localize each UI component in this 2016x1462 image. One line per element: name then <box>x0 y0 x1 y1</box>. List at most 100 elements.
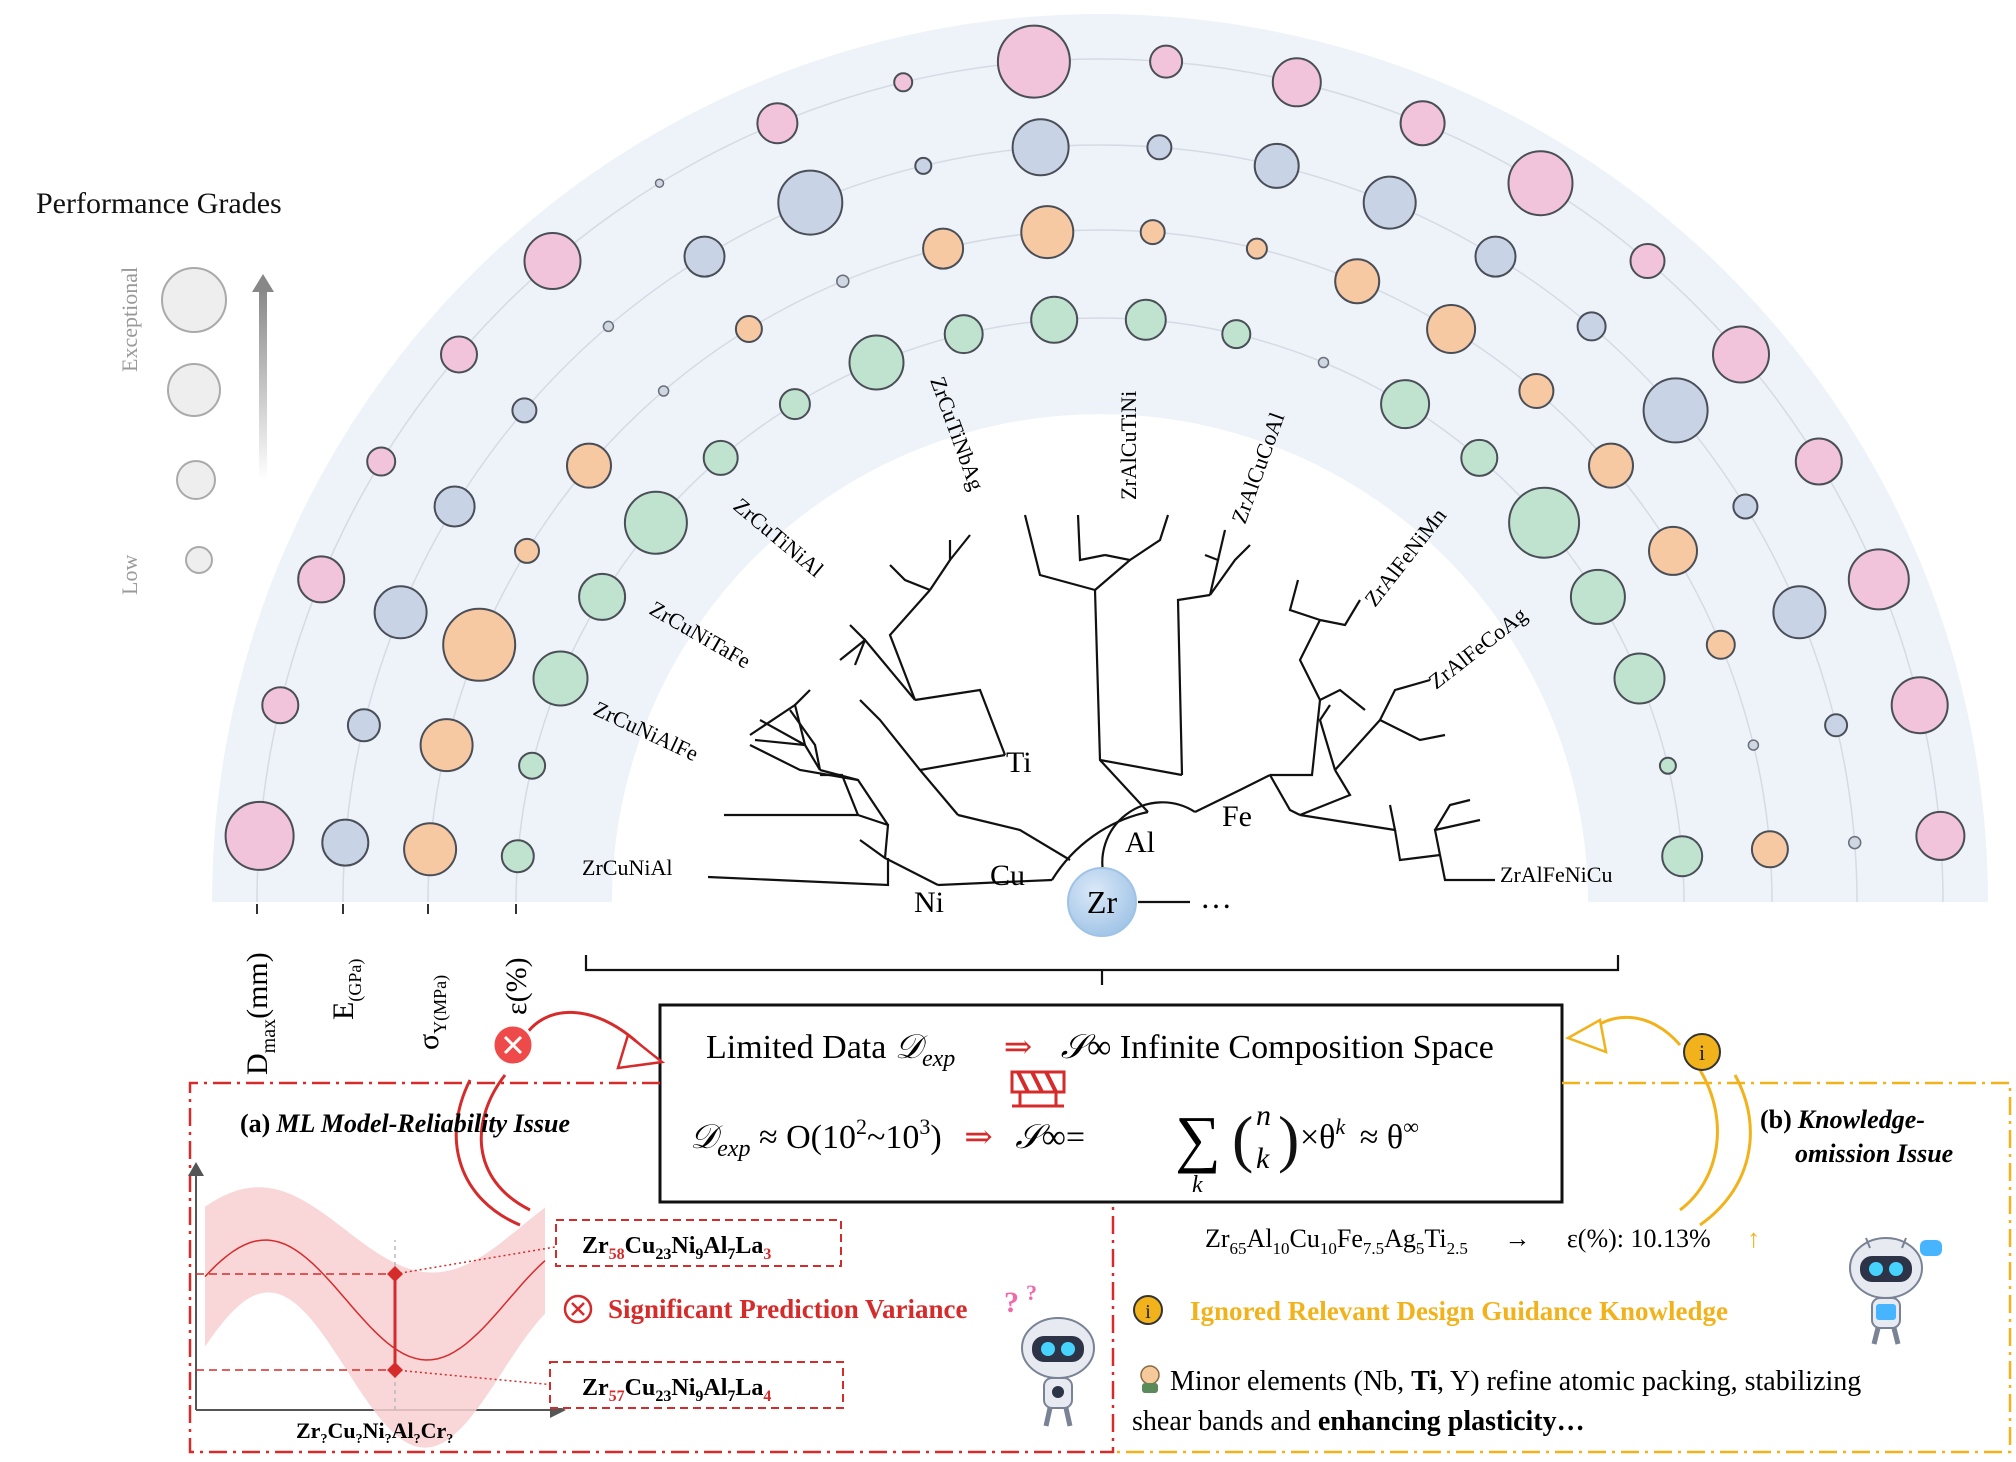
error-icon-small-cross <box>571 1302 585 1316</box>
comp-top-text: Zr58Cu23Ni9Al7La3 <box>582 1233 771 1263</box>
performance-bubble <box>1576 311 1607 342</box>
central-formula-box <box>658 1003 1564 1204</box>
element-label-fe: Fe <box>1222 800 1252 833</box>
arc-background <box>212 14 1988 902</box>
performance-bubble <box>1124 298 1167 341</box>
comp-bottom-text: Zr57Cu23Ni9Al7La4 <box>582 1375 771 1405</box>
gold-flow-arrow <box>1565 1015 1752 1227</box>
element-label-ti: Ti <box>1006 746 1032 779</box>
assistant-robot-icon <box>1849 1237 1942 1345</box>
ring-guide-3 <box>515 317 1685 903</box>
performance-bubble <box>433 485 476 528</box>
performance-bubble <box>683 235 726 278</box>
axis-sigma-label: σY(MPa) <box>412 975 451 1050</box>
legend-low-label: Low <box>117 555 142 595</box>
ring-guides <box>256 58 1944 903</box>
performance-bubble <box>1362 175 1417 230</box>
panel-b-title-line2: omission Issue <box>1795 1139 1953 1168</box>
performance-bubble <box>1824 713 1849 738</box>
performance-bubble <box>1847 835 1862 850</box>
performance-bubble <box>756 102 799 145</box>
performance-bubble <box>1732 493 1759 520</box>
performance-bubble <box>1020 205 1075 260</box>
performance-bubble <box>566 442 612 489</box>
performance-bubble <box>442 607 517 682</box>
legend-bubble-medium <box>167 363 221 417</box>
performance-bubble <box>373 585 428 640</box>
performance-bubble <box>440 335 478 374</box>
performance-bubble <box>1253 142 1300 189</box>
performance-bubble <box>321 818 370 867</box>
performance-bubble <box>1334 258 1381 305</box>
legend-arrow-head <box>252 274 274 292</box>
binom-paren-close: ) <box>1278 1103 1299 1174</box>
ignored-knowledge-label: Ignored Relevant Design Guidance Knowled… <box>1190 1296 1728 1326</box>
sum-index: k <box>1192 1172 1203 1198</box>
performance-bubble <box>654 178 665 188</box>
performance-bubble <box>511 397 538 424</box>
comp-box-top <box>555 1219 842 1267</box>
root-node-label: Zr <box>1087 884 1118 920</box>
performance-bubble <box>1794 437 1843 486</box>
performance-bubble <box>514 537 540 564</box>
comp-box-bottom <box>549 1361 844 1409</box>
root-arc <box>1051 810 1149 881</box>
performance-bubble <box>943 314 984 355</box>
performance-bubble <box>1588 442 1634 489</box>
performance-bubble <box>1271 57 1322 108</box>
svg-text:?: ? <box>1026 1280 1037 1305</box>
composition-tree <box>707 514 1495 904</box>
performance-bubble <box>297 555 346 604</box>
binom-k: k <box>1256 1142 1270 1175</box>
performance-bubble <box>1712 325 1770 384</box>
confused-robot-icon: ? ? <box>1004 1280 1095 1427</box>
legend-high-label: Exceptional <box>117 267 142 372</box>
performance-bubble <box>702 439 739 476</box>
performance-bubble <box>848 334 905 391</box>
roadblock-icon <box>1010 1070 1066 1108</box>
performance-bubble <box>532 650 589 707</box>
leaf-label-zrcunial: ZrCuNiAl <box>582 855 672 880</box>
variance-label: Significant Prediction Variance <box>608 1294 968 1324</box>
performance-bubble <box>1613 652 1666 705</box>
ring-guide-2 <box>427 229 1773 903</box>
performance-bubble <box>777 169 844 236</box>
ring-guide-0 <box>256 58 1944 903</box>
bubble-layer <box>224 24 1966 878</box>
performance-bubble <box>1317 356 1330 369</box>
error-icon-large-cross <box>503 1035 523 1055</box>
performance-bubble <box>1139 219 1166 246</box>
plot-x-label: Zr?Cu?Ni?Al?Cr? <box>296 1418 453 1447</box>
leaf-label-zralfecoag: ZrAlFeCoAg <box>1424 602 1532 694</box>
knowledge-note-line2: shear bands and enhancing plasticity… <box>1132 1406 1585 1437</box>
performance-bubble <box>1661 835 1704 878</box>
performance-bubble <box>893 72 914 93</box>
axis-eps-label: ε(%) <box>500 957 533 1015</box>
performance-bubble <box>1426 304 1477 354</box>
performance-bubble <box>1518 373 1555 409</box>
legend-bubble-small <box>176 460 216 500</box>
root-node-zr <box>1067 867 1137 937</box>
performance-bubble <box>1705 629 1736 660</box>
performance-bubble <box>1507 150 1574 217</box>
panel-a-title: (a)ML Model-Reliability Issue <box>240 1109 570 1138</box>
info-icon-large-glyph: i <box>1699 1040 1705 1065</box>
performance-bubble <box>518 751 547 780</box>
performance-bubble <box>922 227 965 270</box>
knowledge-note-line1: Minor elements (Nb, Ti, Y) refine atomic… <box>1170 1366 1861 1397</box>
formula-tail: ×θk ≈ θ∞ <box>1300 1105 1419 1156</box>
formula-line-1: Limited Data 𝒟exp ⇒ 𝒮∞ Infinite Composit… <box>706 1029 1494 1074</box>
legend-bubble-tiny <box>185 546 213 574</box>
performance-bubble <box>1658 756 1677 775</box>
performance-bubble <box>1380 379 1431 430</box>
performance-bubble <box>419 718 474 773</box>
performance-bubble <box>500 839 535 874</box>
element-label-cu: Cu <box>990 859 1025 892</box>
performance-bubble <box>1772 585 1827 640</box>
performance-bubble <box>224 800 295 871</box>
performance-bubble <box>1399 100 1446 147</box>
scientist-icon <box>1140 1365 1160 1393</box>
performance-bubble <box>1648 525 1698 576</box>
variance-plot <box>188 1162 566 1448</box>
